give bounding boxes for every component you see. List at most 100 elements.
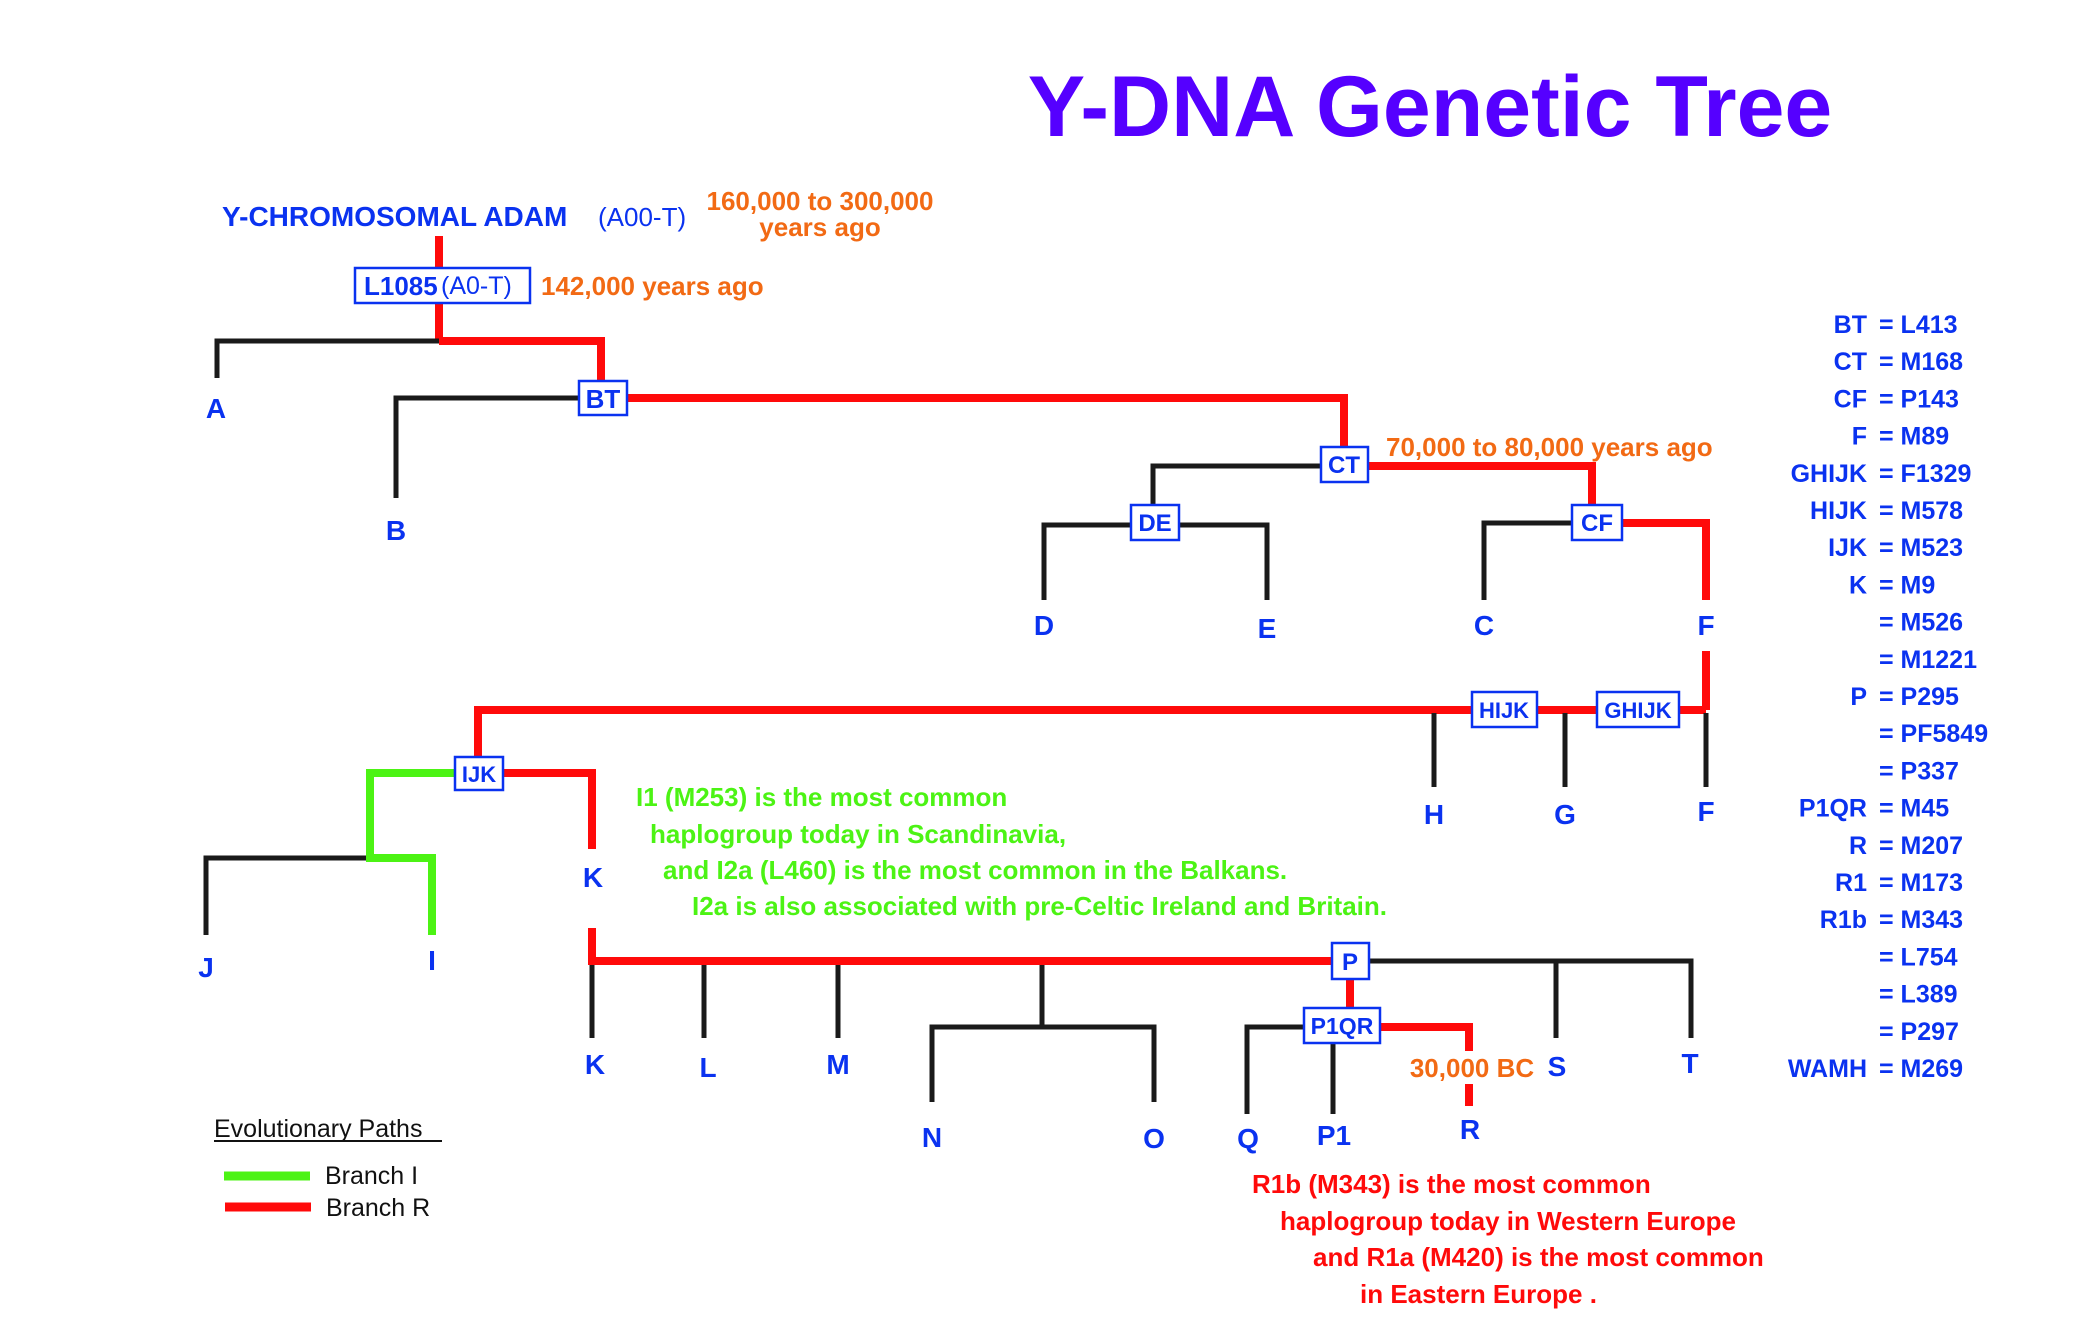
leaf-k2: K — [585, 1049, 605, 1080]
marker-key-row: P = P295 — [1850, 683, 1959, 711]
root-code: (A00-T) — [598, 202, 686, 232]
marker-key-row: = M1221 — [1879, 646, 1977, 674]
marker-key-row: F = M89 — [1852, 423, 1949, 451]
branch-i-note-line: and I2a (L460) is the most common in the… — [663, 855, 1287, 885]
branch-n-o — [929, 1024, 1157, 1102]
marker-key-haplogroup: F — [1852, 423, 1867, 451]
marker-key-row: IJK= M523 — [1828, 534, 1963, 562]
branch-r-note-line: haplogroup today in Western Europe — [1280, 1206, 1736, 1236]
marker-key-row: HIJK = M578 — [1810, 497, 1963, 525]
node-p: P — [1330, 941, 1371, 981]
marker-key-snp: = M207 — [1879, 832, 1963, 860]
legend-title: Evolutionary Paths — [214, 1115, 422, 1143]
leaf-t: T — [1681, 1048, 1698, 1079]
marker-key-haplogroup: R1b — [1820, 906, 1867, 934]
leaf-l: L — [699, 1052, 716, 1083]
marker-key-snp: = M45 — [1879, 795, 1949, 823]
branch-a — [214, 338, 439, 378]
marker-key-row: = L389 — [1879, 981, 1958, 1009]
leaf-n: N — [922, 1122, 942, 1153]
marker-key-snp: = F1329 — [1879, 460, 1971, 488]
marker-key-snp: = M269 — [1879, 1055, 1963, 1083]
l1085-date: 142,000 years ago — [541, 271, 764, 301]
node-ct-label: CT — [1328, 452, 1360, 479]
branch-q — [1244, 1024, 1304, 1114]
marker-key-row: R1b = M343 — [1820, 906, 1963, 934]
node-ghijk: GHIJK — [1595, 690, 1681, 729]
leaf-f2: F — [1697, 796, 1714, 827]
node-ct: CT — [1319, 445, 1370, 484]
branch-i-note: I1 (M253) is the most common haplogroup … — [636, 782, 1387, 921]
leaf-s: S — [1548, 1051, 1567, 1082]
branch-r-note-line: and R1a (M420) is the most common — [1313, 1242, 1764, 1272]
node-hijk-label: HIJK — [1479, 698, 1529, 723]
node-bt: BT — [577, 379, 629, 417]
marker-key-haplogroup: BT — [1834, 311, 1867, 339]
marker-key-snp: = M578 — [1879, 497, 1963, 525]
marker-key-haplogroup: HIJK — [1810, 497, 1867, 525]
branch-ct-cf — [1367, 462, 1596, 506]
leaf-m: M — [826, 1049, 849, 1080]
marker-key-snp: = M526 — [1879, 609, 1963, 637]
tree-lines — [203, 236, 1710, 1114]
leaf-k: K — [583, 862, 603, 893]
branch-p1qr-r — [1379, 1023, 1473, 1051]
marker-key-snp: = M89 — [1879, 423, 1949, 451]
branch-r-note: R1b (M343) is the most common haplogroup… — [1252, 1169, 1764, 1309]
leaf-labels: A B D E C F H G F J I K K L M N O Q P1 R… — [198, 393, 1714, 1154]
branch-k-p — [588, 928, 1332, 965]
node-ijk-label: IJK — [462, 762, 496, 787]
node-cf-label: CF — [1581, 510, 1613, 537]
branch-i-note-line: haplogroup today in Scandinavia, — [650, 819, 1066, 849]
marker-key-row: = P297 — [1879, 1018, 1959, 1046]
marker-key-snp: = L754 — [1879, 943, 1958, 971]
marker-key-snp: = M173 — [1879, 869, 1963, 897]
root-label: Y-CHROMOSOMAL ADAM — [222, 201, 567, 232]
marker-key-row: WAMH = M269 — [1788, 1055, 1963, 1083]
marker-key-snp: = M523 — [1879, 534, 1963, 562]
leaf-o: O — [1143, 1123, 1165, 1154]
r-date: 30,000 BC — [1410, 1053, 1535, 1083]
leaf-i: I — [428, 945, 436, 976]
branch-j — [203, 855, 366, 935]
branch-ghijk-ijk — [474, 706, 1706, 758]
marker-key-haplogroup: P — [1850, 683, 1867, 711]
node-ijk: IJK — [453, 755, 505, 792]
marker-key-haplogroup: K — [1849, 571, 1867, 599]
leaf-j: J — [198, 952, 214, 983]
marker-key-row: = P337 — [1879, 757, 1959, 785]
leaf-e: E — [1258, 613, 1277, 644]
leaf-d: D — [1034, 610, 1054, 641]
marker-key-haplogroup: CT — [1834, 348, 1867, 376]
branch-r-note-line: in Eastern Europe . — [1360, 1279, 1597, 1309]
node-p1qr-label: P1QR — [1311, 1013, 1374, 1039]
marker-key-row: = M526 — [1879, 609, 1963, 637]
marker-key-snp: = M343 — [1879, 906, 1963, 934]
marker-key-row: K= M9 — [1849, 571, 1935, 599]
leaf-q: Q — [1237, 1123, 1259, 1154]
marker-key-snp: = P295 — [1879, 683, 1959, 711]
leaf-r: R — [1460, 1114, 1480, 1145]
branch-bt-ct — [627, 394, 1348, 447]
marker-key-snp: = L389 — [1879, 981, 1958, 1009]
marker-key-haplogroup: R — [1849, 832, 1867, 860]
legend: Evolutionary Paths Branch I Branch R — [214, 1115, 442, 1222]
branch-cf-c — [1481, 520, 1572, 600]
marker-key-snp: = M1221 — [1879, 646, 1977, 674]
root-date-line2: years ago — [759, 212, 880, 242]
marker-key-haplogroup: WAMH — [1788, 1055, 1867, 1083]
marker-key-row: = PF5849 — [1879, 720, 1988, 748]
branch-ijk-i — [366, 769, 456, 935]
marker-key-snp: = P337 — [1879, 757, 1959, 785]
leaf-h: H — [1424, 799, 1444, 830]
l1085-label: L1085 — [364, 271, 438, 301]
page-title: Y-DNA Genetic Tree — [1028, 59, 1833, 155]
leaf-a: A — [206, 393, 226, 424]
marker-key-snp: = M168 — [1879, 348, 1963, 376]
node-l1085: L1085 (A0-T) — [353, 266, 532, 305]
marker-key-row: CF= P143 — [1834, 385, 1959, 413]
marker-key-haplogroup: CF — [1834, 385, 1867, 413]
marker-key-snp: = P297 — [1879, 1018, 1959, 1046]
node-p-label: P — [1342, 949, 1358, 976]
